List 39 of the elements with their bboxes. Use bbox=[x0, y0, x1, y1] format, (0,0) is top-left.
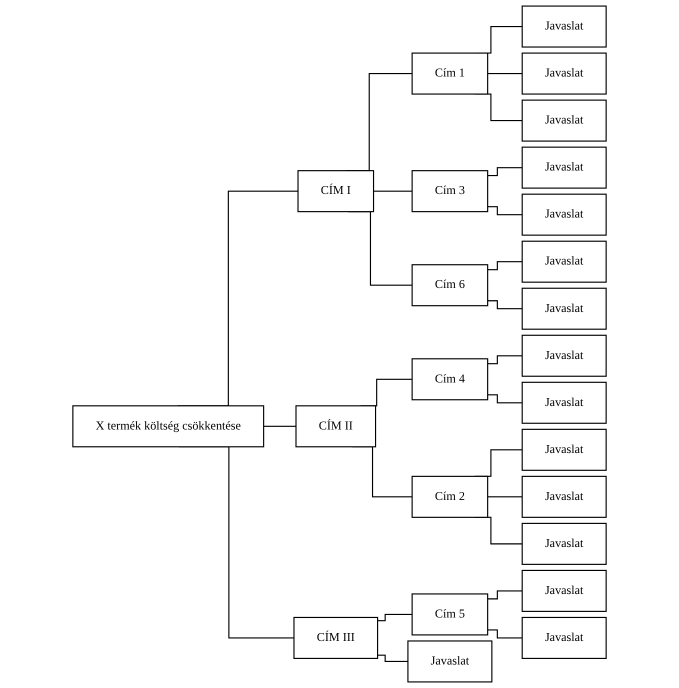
node-box: X termék költség csökkentése bbox=[72, 405, 264, 448]
connector bbox=[488, 394, 522, 404]
connector bbox=[488, 261, 522, 270]
connector bbox=[488, 167, 522, 176]
node-box: CÍM III bbox=[293, 616, 378, 659]
node-box: Javaslat bbox=[522, 6, 607, 48]
node-box: Javaslat bbox=[522, 616, 607, 659]
node-box: Javaslat bbox=[522, 522, 607, 565]
node-box: Javaslat bbox=[522, 146, 607, 189]
node-box: Javaslat bbox=[522, 334, 607, 377]
connector bbox=[488, 206, 522, 216]
connector bbox=[488, 629, 522, 638]
connector bbox=[488, 73, 522, 74]
node-box: Javaslat bbox=[522, 240, 607, 283]
node-box: Javaslat bbox=[522, 288, 607, 330]
node-box: Javaslat bbox=[522, 382, 607, 424]
node-box: Javaslat bbox=[522, 52, 607, 95]
node-box: Cím 1 bbox=[412, 52, 488, 95]
node-box: Javaslat bbox=[407, 640, 492, 682]
node-box: Cím 3 bbox=[412, 170, 488, 212]
connector bbox=[488, 496, 522, 498]
connector bbox=[488, 590, 522, 600]
node-box: Cím 4 bbox=[412, 358, 488, 400]
node-box: Cím 6 bbox=[412, 264, 488, 306]
node-box: Javaslat bbox=[522, 100, 607, 142]
node-box: CÍM I bbox=[297, 170, 374, 212]
connector bbox=[488, 355, 522, 364]
node-box: CÍM II bbox=[295, 405, 376, 448]
connector bbox=[264, 426, 296, 427]
node-box: Cím 5 bbox=[412, 593, 488, 636]
node-box: Javaslat bbox=[522, 428, 607, 471]
connector bbox=[374, 190, 412, 192]
connector bbox=[378, 614, 412, 622]
connector bbox=[488, 300, 522, 310]
node-box: Cím 2 bbox=[412, 476, 488, 518]
node-box: Javaslat bbox=[522, 570, 607, 612]
connector bbox=[378, 654, 408, 662]
node-box: Javaslat bbox=[522, 194, 607, 236]
node-box: Javaslat bbox=[522, 476, 607, 518]
